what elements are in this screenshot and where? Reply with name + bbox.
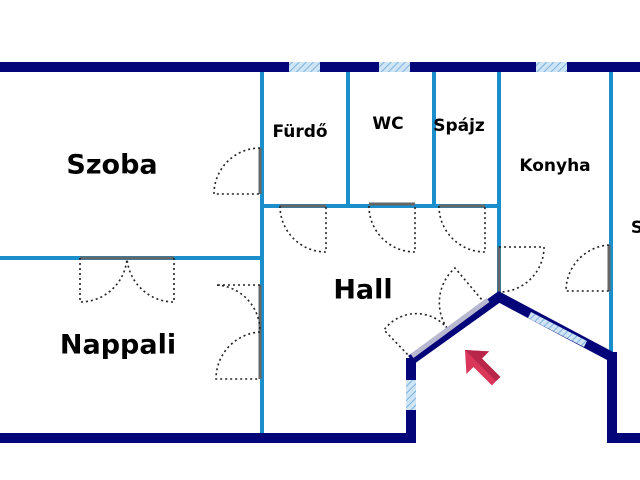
room-label-cut-off: S: [630, 218, 640, 238]
entrance-door: [410, 297, 490, 359]
room-label-szoba: Szoba: [66, 149, 158, 181]
room-label-wc: WC: [372, 114, 404, 134]
windows: [289, 62, 587, 410]
room-label-nappali: Nappali: [59, 329, 177, 361]
room-label-spajz: Spájz: [433, 116, 485, 136]
doors: [80, 148, 611, 379]
room-label-hall: Hall: [333, 274, 393, 306]
room-label-furdo: Fürdő: [272, 122, 328, 142]
room-label-konyha: Konyha: [519, 156, 591, 176]
door-swings: [79, 147, 610, 380]
entrance-arrow-icon: [465, 350, 501, 386]
bay-wall: [408, 291, 615, 365]
